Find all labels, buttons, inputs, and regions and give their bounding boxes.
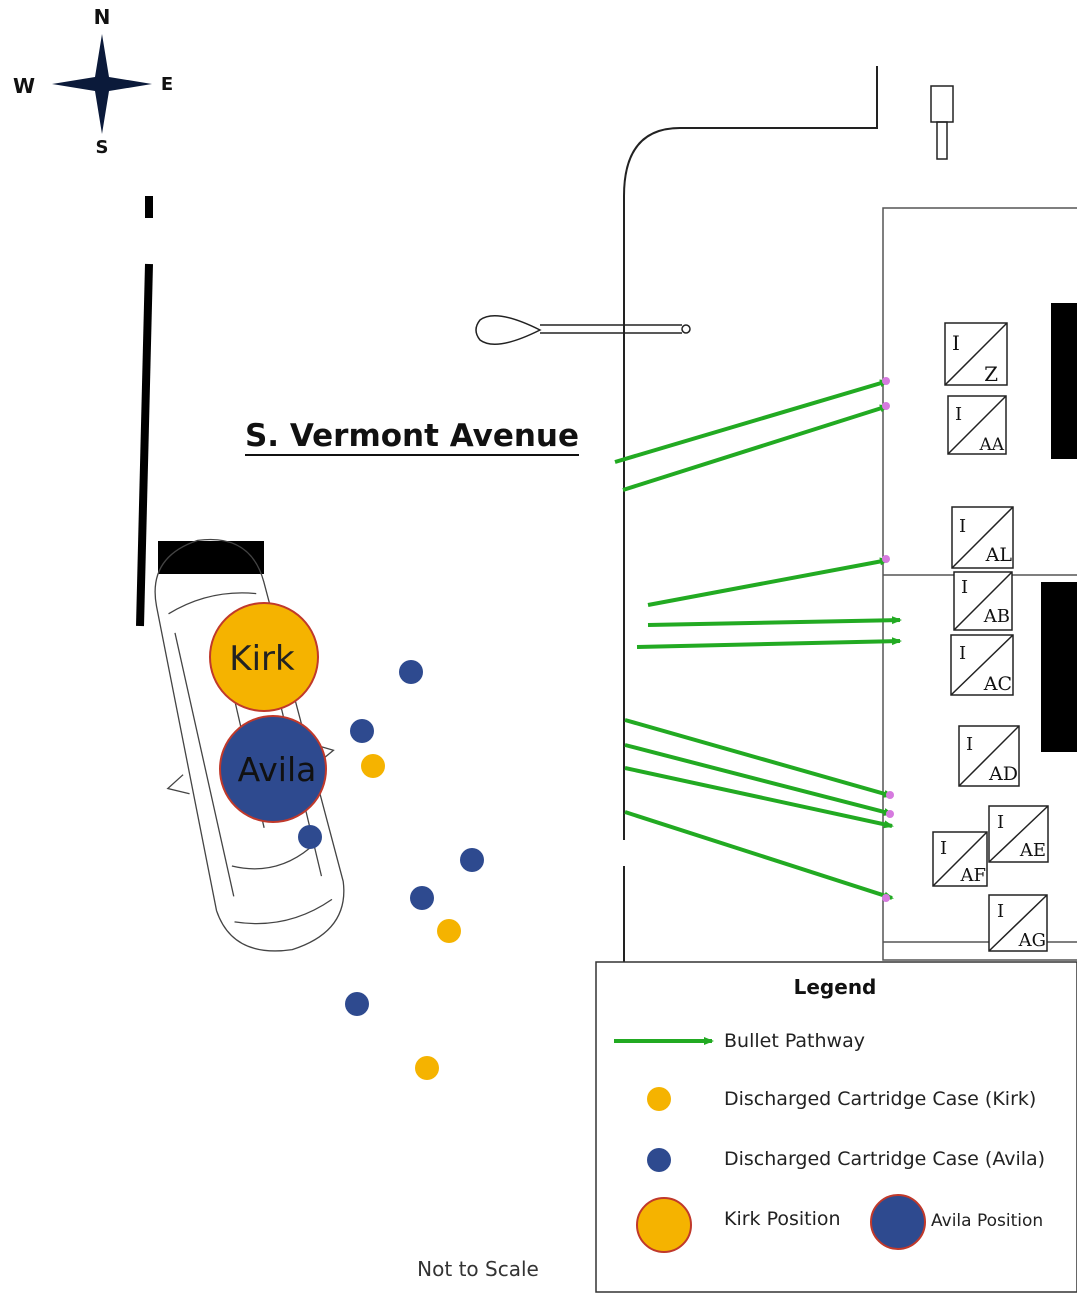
evidence-marker-top: I — [966, 734, 973, 755]
avila-casing — [345, 992, 369, 1016]
bullet-pathway — [624, 810, 894, 900]
parking-meter-icon — [930, 85, 954, 160]
bullet-pathway — [622, 404, 890, 492]
redaction-block — [158, 541, 264, 574]
kirk-casing — [415, 1056, 439, 1080]
impact-points — [882, 377, 894, 902]
bullet-pathway — [647, 557, 890, 607]
evidence-marker-code: AE — [1019, 840, 1046, 861]
legend: Legend Bullet Pathway Discharged Cartrid… — [595, 961, 1077, 1293]
evidence-marker-aa: I AA — [947, 395, 1007, 455]
legend-avila-casing-swatch — [647, 1148, 671, 1172]
evidence-marker-code: AB — [983, 606, 1010, 627]
street-label: S. Vermont Avenue — [245, 418, 579, 454]
impact-point — [882, 555, 890, 563]
evidence-marker-code: AG — [1018, 930, 1046, 951]
scale-note: Not to Scale — [417, 1257, 539, 1281]
compass-north: N — [94, 5, 111, 29]
evidence-marker-top: I — [997, 812, 1004, 833]
evidence-marker-code: AF — [960, 865, 987, 886]
kirk-position-marker: Kirk — [209, 602, 319, 712]
avila-casing — [350, 719, 374, 743]
bullet-pathway — [614, 379, 890, 464]
impact-point — [882, 377, 890, 385]
evidence-marker-code: AC — [983, 673, 1012, 695]
evidence-marker-code: AD — [988, 763, 1018, 785]
kirk-casing — [437, 919, 461, 943]
evidence-marker-top: I — [952, 331, 960, 355]
compass-west: W — [13, 74, 35, 98]
evidence-marker-top: I — [940, 838, 947, 859]
legend-avila-position-swatch — [870, 1194, 926, 1250]
compass-east: E — [161, 74, 173, 95]
legend-kirk-position-swatch — [636, 1197, 692, 1253]
bullet-pathways — [614, 379, 902, 900]
compass-south: S — [96, 137, 109, 158]
avila-casing — [410, 886, 434, 910]
evidence-marker-ag: I AG — [988, 894, 1048, 952]
evidence-marker-al: I AL — [951, 506, 1014, 569]
impact-point — [886, 791, 894, 799]
evidence-marker-ae: I AE — [988, 805, 1049, 863]
legend-kirk-position-label: Kirk Position — [724, 1208, 841, 1230]
legend-avila-casing-label: Discharged Cartridge Case (Avila) — [724, 1148, 1045, 1170]
evidence-marker-af: I AF — [932, 831, 988, 887]
evidence-marker-code: AA — [978, 435, 1004, 455]
bullet-pathway — [624, 743, 894, 816]
bullet-pathway — [624, 766, 894, 829]
evidence-marker-top: I — [955, 404, 962, 425]
impact-point — [882, 402, 890, 410]
evidence-marker-ac: I AC — [950, 634, 1014, 696]
impact-point — [886, 810, 894, 818]
bullet-pathway — [636, 637, 902, 649]
impact-point — [882, 894, 890, 902]
evidence-marker-top: I — [997, 901, 1004, 922]
bullet-pathway — [647, 616, 902, 627]
evidence-marker-code: Z — [984, 362, 998, 386]
legend-title: Legend — [794, 975, 877, 999]
compass-star-icon — [52, 34, 152, 134]
avila-casing — [399, 660, 423, 684]
avila-position-marker: Avila — [219, 715, 327, 823]
redaction-block — [1051, 303, 1077, 459]
evidence-marker-z: I Z — [944, 322, 1008, 386]
evidence-marker-code: AL — [985, 544, 1013, 566]
avila-casing — [298, 825, 322, 849]
curb-line — [136, 196, 153, 627]
avila-position-label: Avila — [238, 750, 317, 789]
avila-casing — [460, 848, 484, 872]
evidence-marker-ad: I AD — [958, 725, 1020, 787]
legend-bullet-pathway-label: Bullet Pathway — [724, 1030, 865, 1052]
bullet-pathway — [624, 718, 894, 798]
kirk-position-label: Kirk — [229, 639, 295, 679]
evidence-marker-top: I — [959, 516, 966, 537]
legend-kirk-casing-swatch — [647, 1087, 671, 1111]
legend-kirk-casing-label: Discharged Cartridge Case (Kirk) — [724, 1088, 1036, 1110]
kirk-casing — [361, 754, 385, 778]
legend-avila-position-label: Avila Position — [931, 1211, 1043, 1231]
building-outline — [882, 207, 1077, 961]
sidewalk-outline — [623, 66, 878, 962]
street-light-icon — [475, 315, 691, 345]
evidence-marker-top: I — [961, 577, 968, 598]
redaction-block — [1041, 582, 1077, 752]
evidence-marker-ab: I AB — [953, 571, 1013, 631]
compass-rose: N S E W — [13, 5, 173, 158]
casing-markers — [298, 660, 484, 1080]
evidence-marker-top: I — [959, 643, 966, 664]
evidence-markers: I Z I AA I AL I AB I AC — [932, 322, 1049, 952]
